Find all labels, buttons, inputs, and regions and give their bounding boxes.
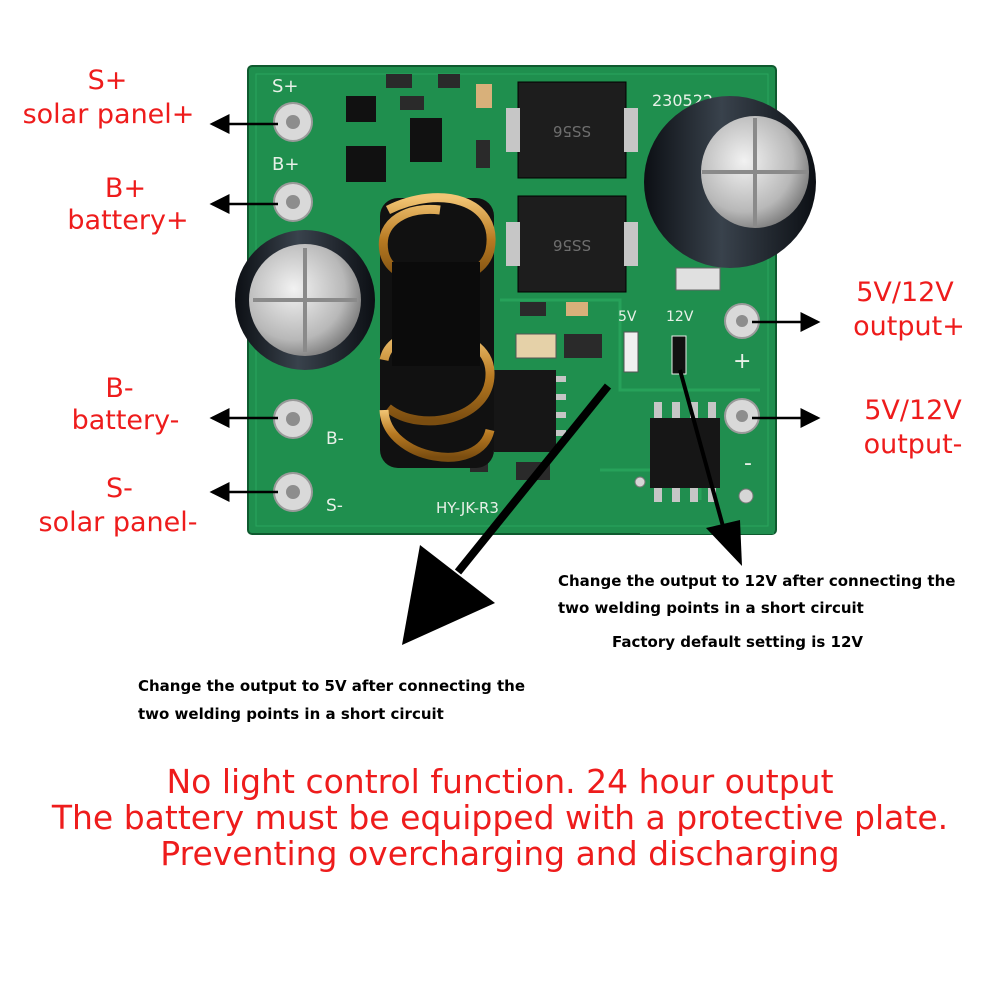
diode-2-marking: SS56 [553,236,591,254]
label-b-minus-name: battery- [71,405,180,436]
silk-model: HY-JK-R3 [436,499,499,517]
label-b-minus-symbol: B- [105,373,134,404]
silk-s-minus: S- [326,496,343,516]
warning-line-2: The battery must be equipped with a prot… [51,798,949,837]
note-12v-line1: Change the output to 12V after connectin… [558,572,956,590]
silk-b-plus: B+ [272,154,299,175]
silk-s-plus: S+ [272,76,299,97]
silk-12v: 12V [666,309,694,325]
note-12v-line3: Factory default setting is 12V [612,633,864,651]
silk-minus: - [744,451,752,476]
label-s-minus-name: solar panel- [38,507,198,538]
label-s-minus-symbol: S- [106,473,133,504]
label-output-minus-name: output- [863,429,963,460]
silk-plus: + [733,349,751,374]
silkscreen-text: S+ B+ B- S- 5V 12V + - 230522 HY-JK-R3 [272,76,752,517]
silk-5v: 5V [618,309,637,325]
note-12v-line2: two welding points in a short circuit [558,599,864,617]
label-b-plus-name: battery+ [67,205,189,236]
pointer-12v-head [706,520,742,566]
callout-arrows [209,114,821,502]
pointer-5v-shaft [454,383,612,575]
diode-1-marking: SS56 [553,122,591,140]
warning-block: No light control function. 24 hour outpu… [0,764,1000,872]
smd-components [346,74,721,480]
note-5v-line2: two welding points in a short circuit [138,705,444,723]
ic-chips [494,370,720,502]
note-5v-line1: Change the output to 5V after connecting… [138,677,525,695]
warning-line-3: Preventing overcharging and discharging [160,834,840,873]
pointer-5v-head [402,545,495,645]
label-output-plus-name: output+ [853,311,965,342]
toroid-inductor [378,193,496,468]
pointer-12v-shaft [678,369,726,531]
warning-line-1: No light control function. 24 hour outpu… [166,762,834,801]
label-s-plus-name: solar panel+ [22,99,195,130]
schottky-diodes: SS56 SS56 [506,81,638,293]
label-output-plus-voltage: 5V/12V [856,277,954,308]
label-output-minus-voltage: 5V/12V [864,395,962,426]
silk-b-minus: B- [326,429,344,449]
pointer-arrows [402,369,742,645]
terminal-pads-left [273,102,313,512]
electrolytic-capacitors [235,96,816,370]
label-b-plus-symbol: B+ [104,173,147,204]
terminal-pads-right [724,303,760,434]
label-s-plus-symbol: S+ [87,65,128,96]
